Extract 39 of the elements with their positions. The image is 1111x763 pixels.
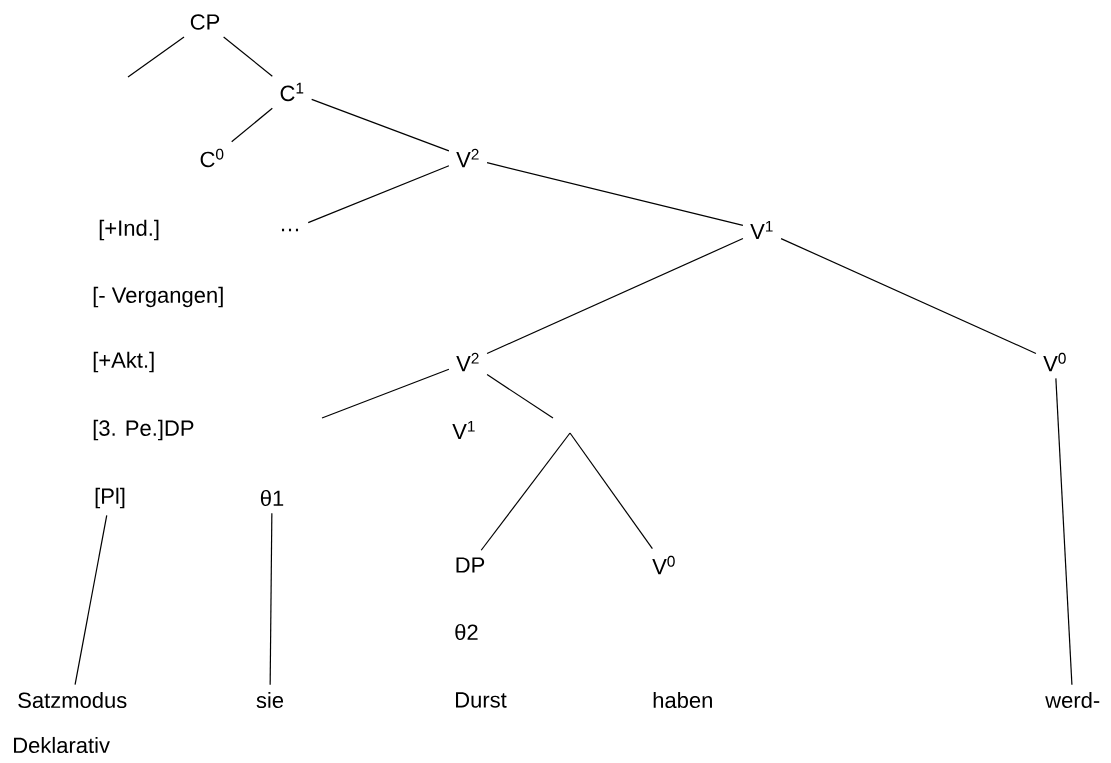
- tree-label: Durst: [456, 692, 507, 708]
- tree-label: [- Vergangen]: [93, 286, 223, 308]
- tree-node-label: [Pl]: [95, 487, 125, 509]
- tree-node-label: C$^{1}$: [280, 82, 304, 102]
- tree-node-label: V$^{1}$: [750, 220, 773, 240]
- branch-line: [780, 238, 1037, 355]
- branch-line: [486, 162, 744, 226]
- tree-label: [+Ind.]: [99, 219, 159, 241]
- branch-line: [486, 237, 744, 355]
- branch-line: [569, 432, 653, 550]
- branch-line: [321, 368, 450, 419]
- branch-line: [307, 165, 450, 224]
- tree-node-label: θ1: [260, 489, 284, 507]
- tree-label: [3. Pe.]DP: [93, 419, 194, 441]
- tree-label: V$^{1}$: [452, 420, 475, 440]
- tree-label: θ2: [455, 623, 478, 641]
- tree-node-label: V$^{2}$: [456, 352, 479, 372]
- branch-line: [486, 373, 554, 419]
- branch-line: [223, 36, 273, 77]
- tree-node-label: sie: [256, 691, 284, 709]
- tree-node-label: CP: [190, 14, 220, 30]
- tree-node-label: V$^{2}$: [456, 148, 479, 168]
- tree-node-label: DP: [456, 557, 485, 573]
- tree-label: Deklarativ: [14, 736, 110, 754]
- branch-line: [231, 107, 273, 143]
- branch-line: [74, 514, 108, 686]
- tree-label: haben: [653, 691, 712, 709]
- tree-node-label: …: [282, 228, 299, 232]
- tree-node-label: C$^{0}$: [200, 148, 224, 168]
- tree-node-label: V$^{0}$: [1043, 352, 1066, 372]
- branch-line: [480, 432, 571, 551]
- branch-line: [127, 36, 185, 78]
- branch-line: [269, 512, 273, 686]
- branch-line: [1055, 377, 1073, 686]
- tree-node-label: Satzmodus: [18, 691, 127, 709]
- branch-line: [311, 98, 450, 152]
- tree-node-label: werd-: [1045, 691, 1100, 709]
- tree-label: [+Akt.]: [93, 351, 154, 373]
- tree-node-label: V$^{0}$: [652, 555, 675, 575]
